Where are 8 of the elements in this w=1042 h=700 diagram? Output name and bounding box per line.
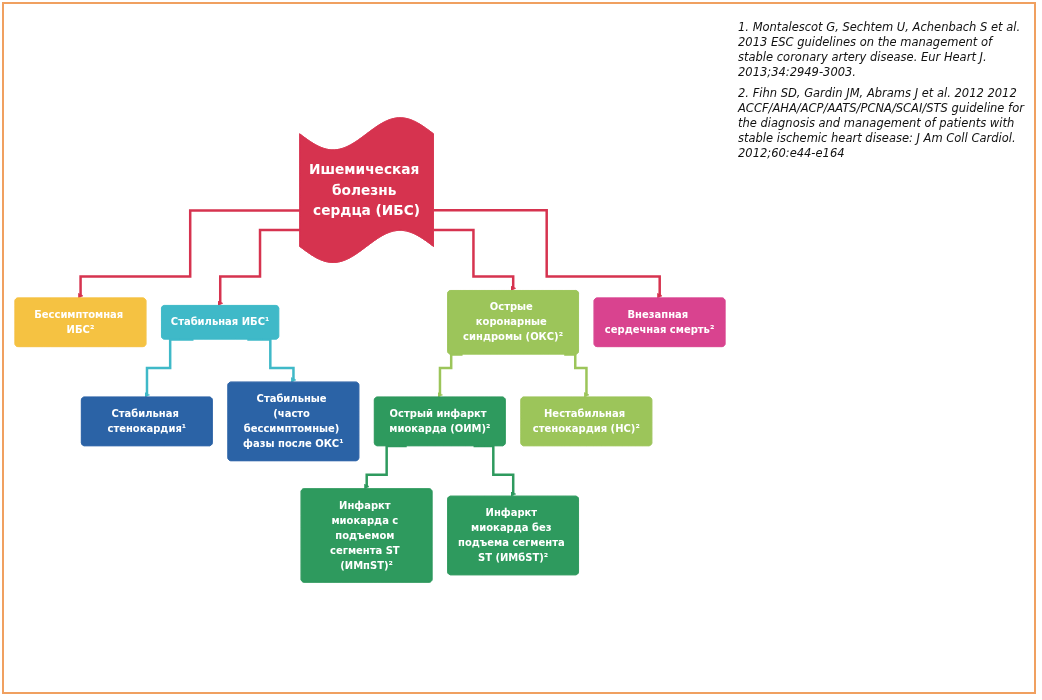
arrow [433, 228, 517, 292]
arrow [77, 209, 300, 299]
arrow [473, 444, 517, 497]
reference-note: 2. Fihn SD, Gardin JM, Abrams J et al. 2012 2012 ACCF/AHA/ACP/AATS/PCNA/SCAI/STS guideline for the diagnosis and management of patients with stable ischemic heart disease: J Am Coll Cardiol. 2012;60:e44-e164 [738, 85, 1026, 161]
arrow [364, 444, 407, 490]
arrow [217, 228, 300, 306]
reference-note: 1. Montalescot G, Sechtem U, Achenbach S et al. 2013 ESC guidelines on the management of stable coronary artery disease. Eur Heart J. 2013;34:2949-3003. [738, 20, 1022, 80]
arrow [433, 208, 663, 299]
